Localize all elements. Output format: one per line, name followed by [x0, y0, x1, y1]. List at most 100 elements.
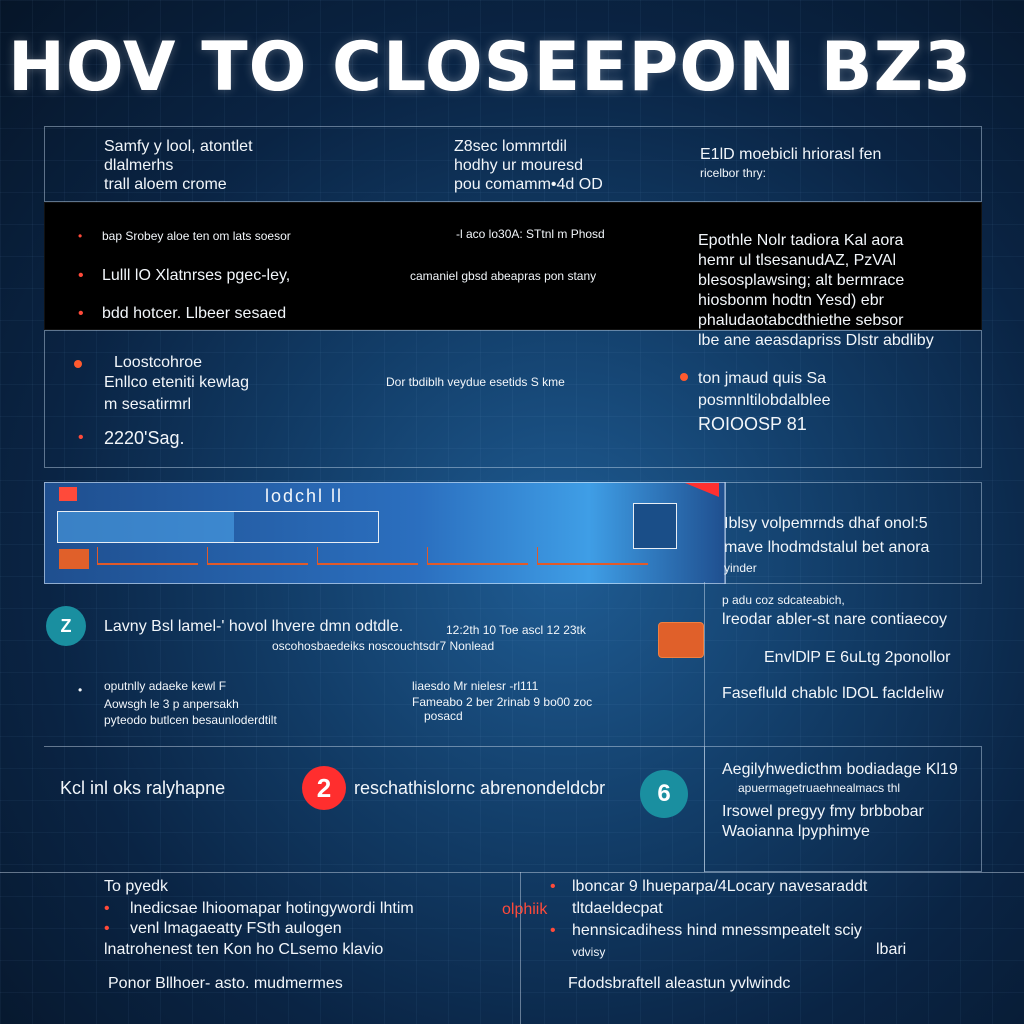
- progress-panel[interactable]: lodchl ll: [44, 482, 726, 584]
- right-col-3: EnvlDlP E 6uLtg 2ponollor: [764, 649, 951, 666]
- section-three-right-marker: [680, 373, 688, 381]
- progress-end-box[interactable]: [633, 503, 677, 549]
- dark-item-marker-2: •: [78, 267, 84, 284]
- orange-folder-icon[interactable]: [658, 622, 704, 658]
- bottom-left-3: lnatrohenest ten Kon ho CLsemo klavio: [104, 941, 384, 958]
- dark-right-1: Epothle Nolr tadiora Kal aora: [698, 232, 904, 249]
- dark-right-6: lbe ane aeasdapriss Dlstr abdliby: [698, 332, 934, 349]
- bottom-right-3: hennsicadihess hind mnessmpeatelt sciy: [572, 922, 862, 939]
- segment: [207, 547, 308, 565]
- red-number-badge[interactable]: 2: [302, 766, 346, 810]
- dark-item-3: bdd hotcer. Llbeer sesaed: [102, 305, 287, 322]
- dark-item-marker-3: •: [78, 305, 84, 322]
- header-col1-line2: dlalmerhs: [104, 157, 174, 174]
- bottom-right-marker-3: •: [550, 922, 556, 939]
- feature-left-text: Kcl inl oks ralyhapne: [60, 778, 226, 798]
- dark-right-3: blesosplawsing; alt bermrace: [698, 272, 905, 289]
- segment: [97, 547, 198, 565]
- section-three-left-1: Loostcohroe: [114, 354, 203, 371]
- bottom-center-tag: olphiik: [502, 901, 548, 918]
- progress-track[interactable]: [57, 511, 379, 543]
- dark-right-5: phaludaotabcdthiethe sebsor: [698, 312, 904, 329]
- section-three-right-1: ton jmaud quis Sa: [698, 370, 827, 387]
- feature-right-2: apuermagetruaehnealmacs thl: [738, 781, 901, 795]
- section-three-left-2: Enllco eteniti kewlag: [104, 374, 249, 391]
- lower-row2-left-1: oputnlly adaeke kewl F: [104, 679, 227, 693]
- dark-item-2: Lulll lO Xlatnrses pgec-ley,: [102, 267, 291, 284]
- bottom-divider: [520, 872, 521, 1024]
- section-three-right-2: posmnltilobdalblee: [698, 392, 831, 409]
- feature-right-1: Aegilyhwedicthm bodiadage Kl19: [722, 761, 958, 778]
- progress-segments: [57, 547, 667, 567]
- dark-right-4: hiosbonm hodtn Yesd) ebr: [698, 292, 884, 309]
- bottom-left-footer: Ponor Bllhoer- asto. mudmermes: [108, 975, 343, 992]
- bottom-left-1: lnedicsae lhioomapar hotingywordi lhtim: [130, 900, 414, 917]
- bottom-right-2: tltdaeldecpat: [572, 900, 663, 917]
- progress-side-3: yinder: [724, 561, 757, 575]
- lower-row2-marker: •: [78, 683, 83, 697]
- progress-fill: [58, 512, 234, 542]
- segment: [537, 547, 648, 565]
- lower-row1-meta: 12:2th 10 Toe ascl 12 23tk: [446, 623, 586, 637]
- dark-item-marker-1: •: [78, 229, 83, 243]
- bottom-left-marker-1: •: [104, 900, 110, 917]
- page-title: HOV TO CLOSEEPON BZ3: [8, 28, 973, 107]
- year-marker: •: [78, 429, 84, 446]
- progress-flag-right-icon: [685, 483, 719, 497]
- section-three-marker: [74, 360, 82, 368]
- segment: [427, 547, 528, 565]
- divider-vertical-mid: [704, 582, 705, 872]
- lower-row2-center-1: liaesdo Mr nielesr -rl111: [412, 679, 539, 693]
- feature-right-4: Waoianna lpyphimye: [722, 823, 870, 840]
- progress-side-2: mave lhodmdstalul bet anora: [724, 539, 930, 556]
- bottom-left-marker-2: •: [104, 920, 110, 937]
- bottom-right-extra: lbari: [876, 941, 907, 958]
- right-col-1: p adu coz sdcateabich,: [722, 593, 845, 607]
- lower-row2-center-3: posacd: [424, 709, 463, 723]
- year-label: 2220'Sag.: [104, 428, 185, 448]
- feature-right-3: Irsowel pregyy fmy brbbobar: [722, 803, 924, 820]
- bottom-top-line: [0, 872, 1024, 873]
- progress-start-icon: [59, 549, 89, 569]
- lower-row2-left-2: Aowsgh le 3 p anpersakh: [104, 697, 239, 711]
- bottom-right-footer: Fdodsbraftell aleastun yvlwindc: [568, 975, 791, 992]
- header-col3-line2: ricelbor thry:: [700, 166, 767, 180]
- progress-side-box: [724, 482, 982, 584]
- section-three: [44, 330, 982, 468]
- dark-right-2: hemr ul tlsesanudAZ, PzVAl: [698, 252, 897, 269]
- dark-center-1: -l aco lo30A: STtnl m Phosd: [456, 227, 605, 241]
- header-col1-line1: Samfy y lool, atontlet: [104, 138, 253, 155]
- feature-row-top-line: [44, 746, 704, 747]
- bottom-left-heading: To pyedk: [104, 878, 169, 895]
- header-col2-line1: Z8sec lommrtdil: [454, 138, 567, 155]
- progress-side-1: Iblsy volpemrnds dhaf onol:5: [724, 515, 928, 532]
- header-col2-line3: pou comamm•4d OD: [454, 176, 603, 193]
- feature-right-box: [704, 746, 982, 872]
- section-three-right-3: ROIOOSP 81: [698, 414, 807, 434]
- teal-circle-icon[interactable]: 6: [640, 770, 688, 818]
- lower-row2-center-2: Fameabo 2 ber 2rinab 9 bo00 zoc: [412, 695, 593, 709]
- lower-row1-text: Lavny Bsl lamel-' hovol lhvere dmn odtdl…: [104, 618, 404, 635]
- bottom-right-1: lboncar 9 lhueparpa/4Locary navesaraddt: [572, 878, 868, 895]
- dark-center-2: camaniel gbsd abeapras pon stany: [410, 269, 597, 283]
- section-three-center: Dor tbdiblh veydue esetids S kme: [386, 375, 565, 389]
- header-col2-line2: hodhy ur mouresd: [454, 157, 583, 174]
- dark-item-1: bap Srobey aloe ten om lats soesor: [102, 229, 291, 243]
- bottom-right-marker-1: •: [550, 878, 556, 895]
- header-col3-line1: E1lD moebicli hriorasl fen: [700, 146, 882, 163]
- feature-center-text: reschathislornc abrenondeldcbr: [354, 778, 606, 798]
- progress-flag-icon: [59, 487, 77, 501]
- bottom-right-4: vdvisy: [572, 945, 606, 959]
- right-col-4: Fasefluld chablc lDOL facldeliw: [722, 685, 944, 702]
- progress-label: lodchl ll: [265, 486, 344, 506]
- teal-icon[interactable]: Z: [46, 606, 86, 646]
- header-col1-line3: trall aloem crome: [104, 176, 227, 193]
- segment: [317, 547, 418, 565]
- dark-panel: [44, 202, 982, 330]
- lower-row1-sub: oscohosbaedeiks noscouchtsdr7 Nonlead: [272, 639, 495, 653]
- bottom-left-2: venl lmagaeatty FSth aulogen: [130, 920, 342, 937]
- right-col-2: lreodar abler-st nare contiaecoy: [722, 611, 948, 628]
- section-three-left-3: m sesatirmrl: [104, 396, 192, 413]
- lower-row2-left-3: pyteodo butlcen besaunloderdtilt: [104, 713, 277, 727]
- header-row: [44, 126, 982, 202]
